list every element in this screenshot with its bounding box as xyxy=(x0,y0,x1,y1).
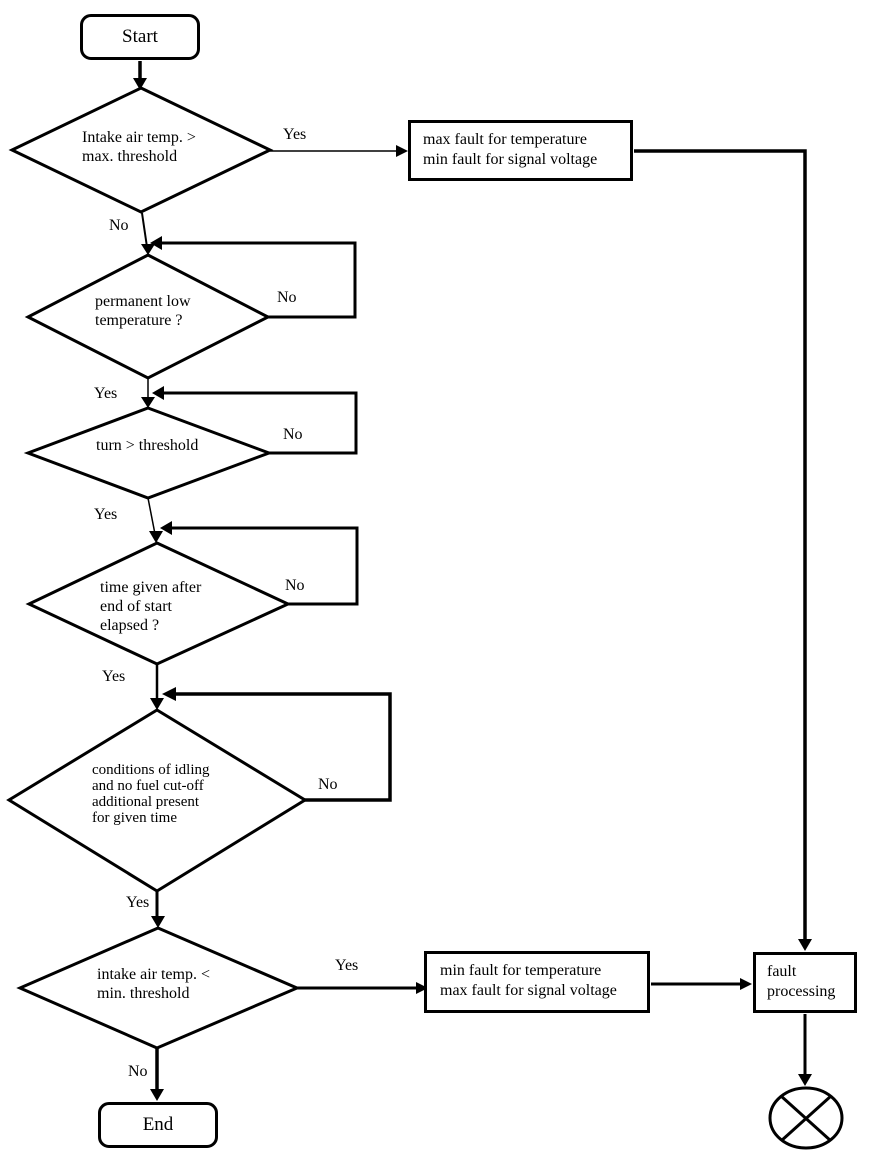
arrowhead-start-to-d1 xyxy=(133,78,147,90)
min-fault-node: min fault for temperature max fault for … xyxy=(424,951,650,1013)
decision-text-line: temperature ? xyxy=(95,312,183,329)
decision-time-after-start-shape xyxy=(25,541,292,666)
decision-permanent-low-temp-text: permanent low temperature ? xyxy=(95,292,191,330)
decision-intake-temp-min-shape xyxy=(16,926,301,1050)
decision-permanent-low-temp-shape xyxy=(24,253,272,380)
decision-text-line: end of start xyxy=(100,598,172,615)
decision-turn-threshold-shape xyxy=(23,406,274,500)
arrowhead-into-faultprocessing xyxy=(798,939,812,951)
max-fault-text-line: min fault for signal voltage xyxy=(423,151,598,168)
edge-d3-yes xyxy=(147,497,156,535)
decision-text-line: turn > threshold xyxy=(96,437,199,454)
arrowhead-into-d4 xyxy=(149,531,163,543)
decision-turn-threshold-text: turn > threshold xyxy=(96,436,198,455)
decision-text-line: conditions of idling xyxy=(92,762,210,778)
fault-processing-text-line: fault xyxy=(767,963,797,980)
edge-label-d4-no: No xyxy=(285,577,305,594)
edge-label-d2-no: No xyxy=(277,289,297,306)
arrowhead-into-faultprocessing-left xyxy=(740,978,752,990)
edge-d3-no-loop xyxy=(162,391,358,455)
end-node: End xyxy=(98,1102,218,1148)
fault-processing-text-line: processing xyxy=(767,983,836,1000)
arrowhead-into-d2 xyxy=(141,244,155,255)
min-fault-text-line: max fault for signal voltage xyxy=(440,982,617,999)
decision-text-line: max. threshold xyxy=(82,148,178,165)
arrowhead-d2-loop xyxy=(150,236,162,250)
edge-label-d6-no: No xyxy=(128,1063,148,1080)
decision-time-after-start-text: time given after end of start elapsed ? xyxy=(100,578,201,635)
decision-intake-temp-max-shape xyxy=(8,86,274,214)
edge-d4-no-loop xyxy=(170,526,359,606)
decision-text-line: intake air temp. < xyxy=(97,966,210,983)
arrowhead-into-end xyxy=(150,1089,164,1101)
start-label: Start xyxy=(122,26,158,47)
arrowhead-d4-loop xyxy=(160,521,172,535)
edge-label-d4-yes: Yes xyxy=(102,668,126,685)
min-fault-text-line: min fault for temperature xyxy=(440,962,602,979)
arrowhead-d1-yes xyxy=(396,145,408,157)
arrowhead-into-connector xyxy=(798,1074,812,1086)
decision-idling-conditions-text: conditions of idling and no fuel cut-off… xyxy=(92,762,210,826)
decision-text-line: and no fuel cut-off xyxy=(92,778,204,794)
edge-d5-no-loop xyxy=(174,692,392,802)
edge-label-d6-yes: Yes xyxy=(335,957,359,974)
decision-text-line: elapsed ? xyxy=(100,617,160,634)
max-fault-node: max fault for temperature min fault for … xyxy=(408,120,633,181)
edge-d2-no-loop xyxy=(160,241,357,319)
arrowhead-into-d6 xyxy=(151,916,165,928)
arrowhead-into-d3 xyxy=(141,397,155,408)
decision-text-line: for given time xyxy=(92,810,177,826)
edge-d1-no xyxy=(141,212,148,248)
decision-intake-temp-min-text: intake air temp. < min. threshold xyxy=(97,965,210,1003)
decision-text-line: min. threshold xyxy=(97,985,190,1002)
start-node: Start xyxy=(80,14,200,60)
decision-text-line: additional present xyxy=(92,794,200,810)
edge-label-d1-yes: Yes xyxy=(283,126,307,143)
edge-label-d5-yes: Yes xyxy=(126,894,150,911)
edge-label-d5-no: No xyxy=(318,776,338,793)
arrowhead-into-d5 xyxy=(150,698,164,710)
max-fault-text-line: max fault for temperature xyxy=(423,131,587,148)
decision-text-line: permanent low xyxy=(95,293,191,310)
decision-text-line: time given after xyxy=(100,579,202,596)
arrowhead-d3-loop xyxy=(152,386,164,400)
connector-cross-line-2 xyxy=(779,1094,833,1143)
arrowhead-into-minfault xyxy=(416,982,428,994)
edge-label-d3-yes: Yes xyxy=(94,506,118,523)
arrowhead-d5-loop xyxy=(162,687,176,701)
edge-maxfault-to-faultprocessing xyxy=(634,149,807,943)
decision-idling-conditions-shape xyxy=(6,708,308,893)
edge-label-d2-yes: Yes xyxy=(94,385,118,402)
edge-label-d1-no: No xyxy=(109,217,129,234)
end-label: End xyxy=(142,1114,174,1135)
edge-label-d3-no: No xyxy=(283,426,303,443)
decision-text-line: Intake air temp. > xyxy=(82,129,196,146)
decision-intake-temp-max-text: Intake air temp. > max. threshold xyxy=(82,128,196,166)
fault-processing-node: fault processing xyxy=(753,952,857,1013)
